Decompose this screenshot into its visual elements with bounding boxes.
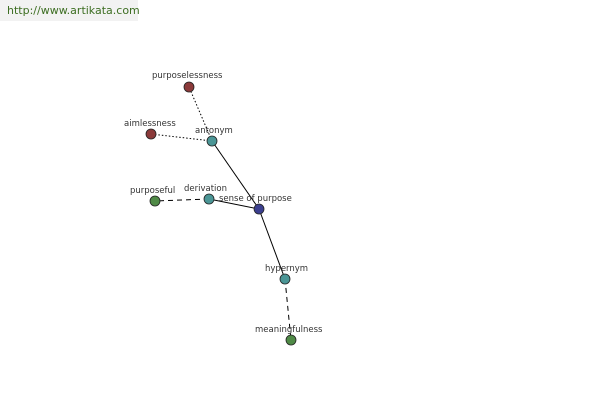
edge-antonym-purposelessness (188, 86, 213, 142)
edge-center-antonym (211, 140, 260, 210)
node-label-aimlessness[interactable]: aimlessness (124, 119, 176, 129)
node-dot-antonym[interactable] (206, 135, 218, 147)
nodes-layer: sense of purpose antonym derivation hyperny… (124, 71, 323, 346)
node-label-center[interactable]: sense of purpose (219, 194, 292, 204)
node-hypernym[interactable]: hypernym (265, 264, 308, 285)
node-dot-center[interactable] (253, 203, 265, 215)
node-aimlessness[interactable]: aimlessness (124, 119, 176, 140)
edges-layer (150, 86, 292, 341)
node-antonym[interactable]: antonym (195, 126, 233, 147)
node-derivation[interactable]: derivation (184, 184, 227, 205)
node-label-hypernym[interactable]: hypernym (265, 264, 308, 274)
node-label-purposelessness[interactable]: purposelessness (152, 71, 223, 81)
edge-center-derivation (208, 198, 260, 210)
node-label-meaningfulness[interactable]: meaningfulness (255, 325, 323, 335)
url-banner: http://www.artikata.com (0, 0, 140, 21)
node-center[interactable]: sense of purpose (219, 194, 292, 215)
node-dot-purposelessness[interactable] (183, 81, 195, 93)
edge-hypernym-meaningfulness (284, 278, 292, 341)
node-label-derivation[interactable]: derivation (184, 184, 227, 194)
edge-derivation-purposeful (154, 198, 210, 202)
edge-center-hypernym (258, 208, 286, 280)
site-url[interactable]: http://www.artikata.com (7, 4, 140, 17)
node-purposelessness[interactable]: purposelessness (152, 71, 223, 93)
node-dot-derivation[interactable] (203, 193, 215, 205)
node-dot-meaningfulness[interactable] (285, 334, 297, 346)
node-dot-aimlessness[interactable] (145, 128, 157, 140)
node-dot-hypernym[interactable] (279, 273, 291, 285)
node-label-antonym[interactable]: antonym (195, 126, 233, 136)
node-label-purposeful[interactable]: purposeful (130, 186, 175, 196)
node-meaningfulness[interactable]: meaningfulness (255, 325, 323, 346)
node-dot-purposeful[interactable] (149, 195, 161, 207)
node-purposeful[interactable]: purposeful (130, 186, 175, 207)
